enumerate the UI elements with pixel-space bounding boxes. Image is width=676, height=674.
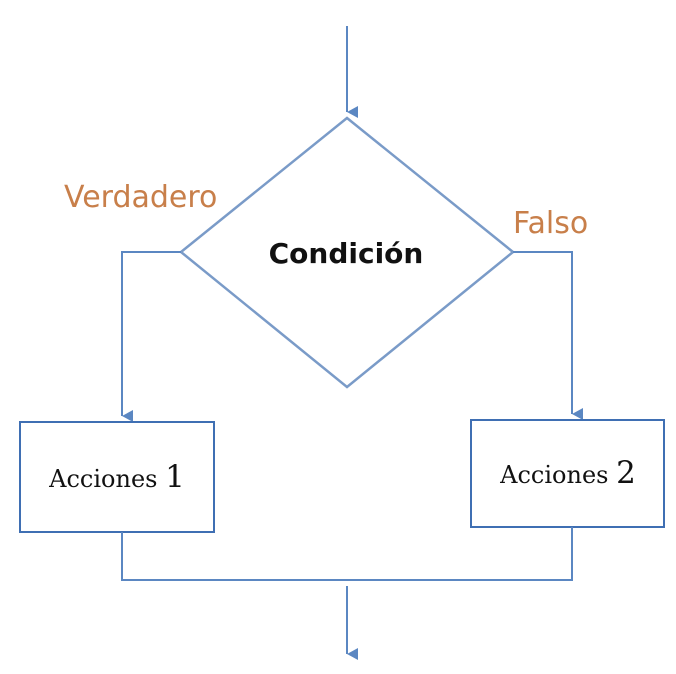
action-box-right-label: Acciones 2 bbox=[499, 455, 636, 491]
action-box-left-label: Acciones 1 bbox=[48, 459, 185, 495]
true-branch-label: Verdadero bbox=[64, 180, 217, 215]
action-box-right-text: Acciones bbox=[499, 461, 616, 489]
action-box-right bbox=[470, 419, 665, 528]
false-branch-arrow bbox=[513, 251, 583, 420]
merge-line bbox=[121, 527, 573, 581]
action-box-right-number: 2 bbox=[616, 455, 636, 491]
decision-diamond bbox=[179, 116, 515, 389]
action-box-left-text: Acciones bbox=[48, 465, 165, 493]
decision-label: Condición bbox=[269, 237, 424, 270]
false-branch-label: Falso bbox=[513, 206, 588, 241]
action-box-left bbox=[19, 421, 215, 533]
true-branch-arrow bbox=[121, 251, 181, 422]
action-box-left-number: 1 bbox=[165, 459, 185, 495]
